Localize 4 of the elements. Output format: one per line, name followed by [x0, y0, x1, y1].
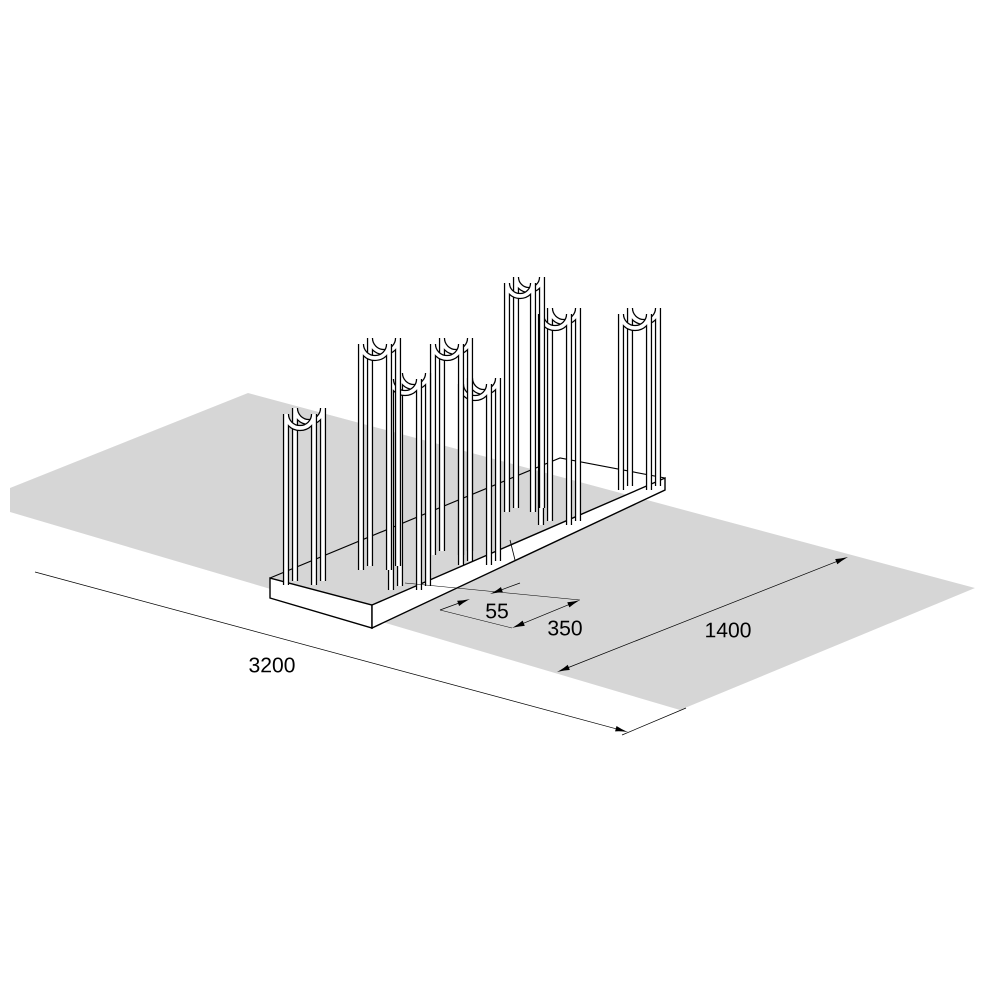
- dimension-label: 3200: [249, 658, 295, 672]
- dimension-label: 55: [486, 604, 508, 618]
- dimension-label: 1400: [706, 622, 751, 638]
- dimension-label: 350: [548, 620, 582, 636]
